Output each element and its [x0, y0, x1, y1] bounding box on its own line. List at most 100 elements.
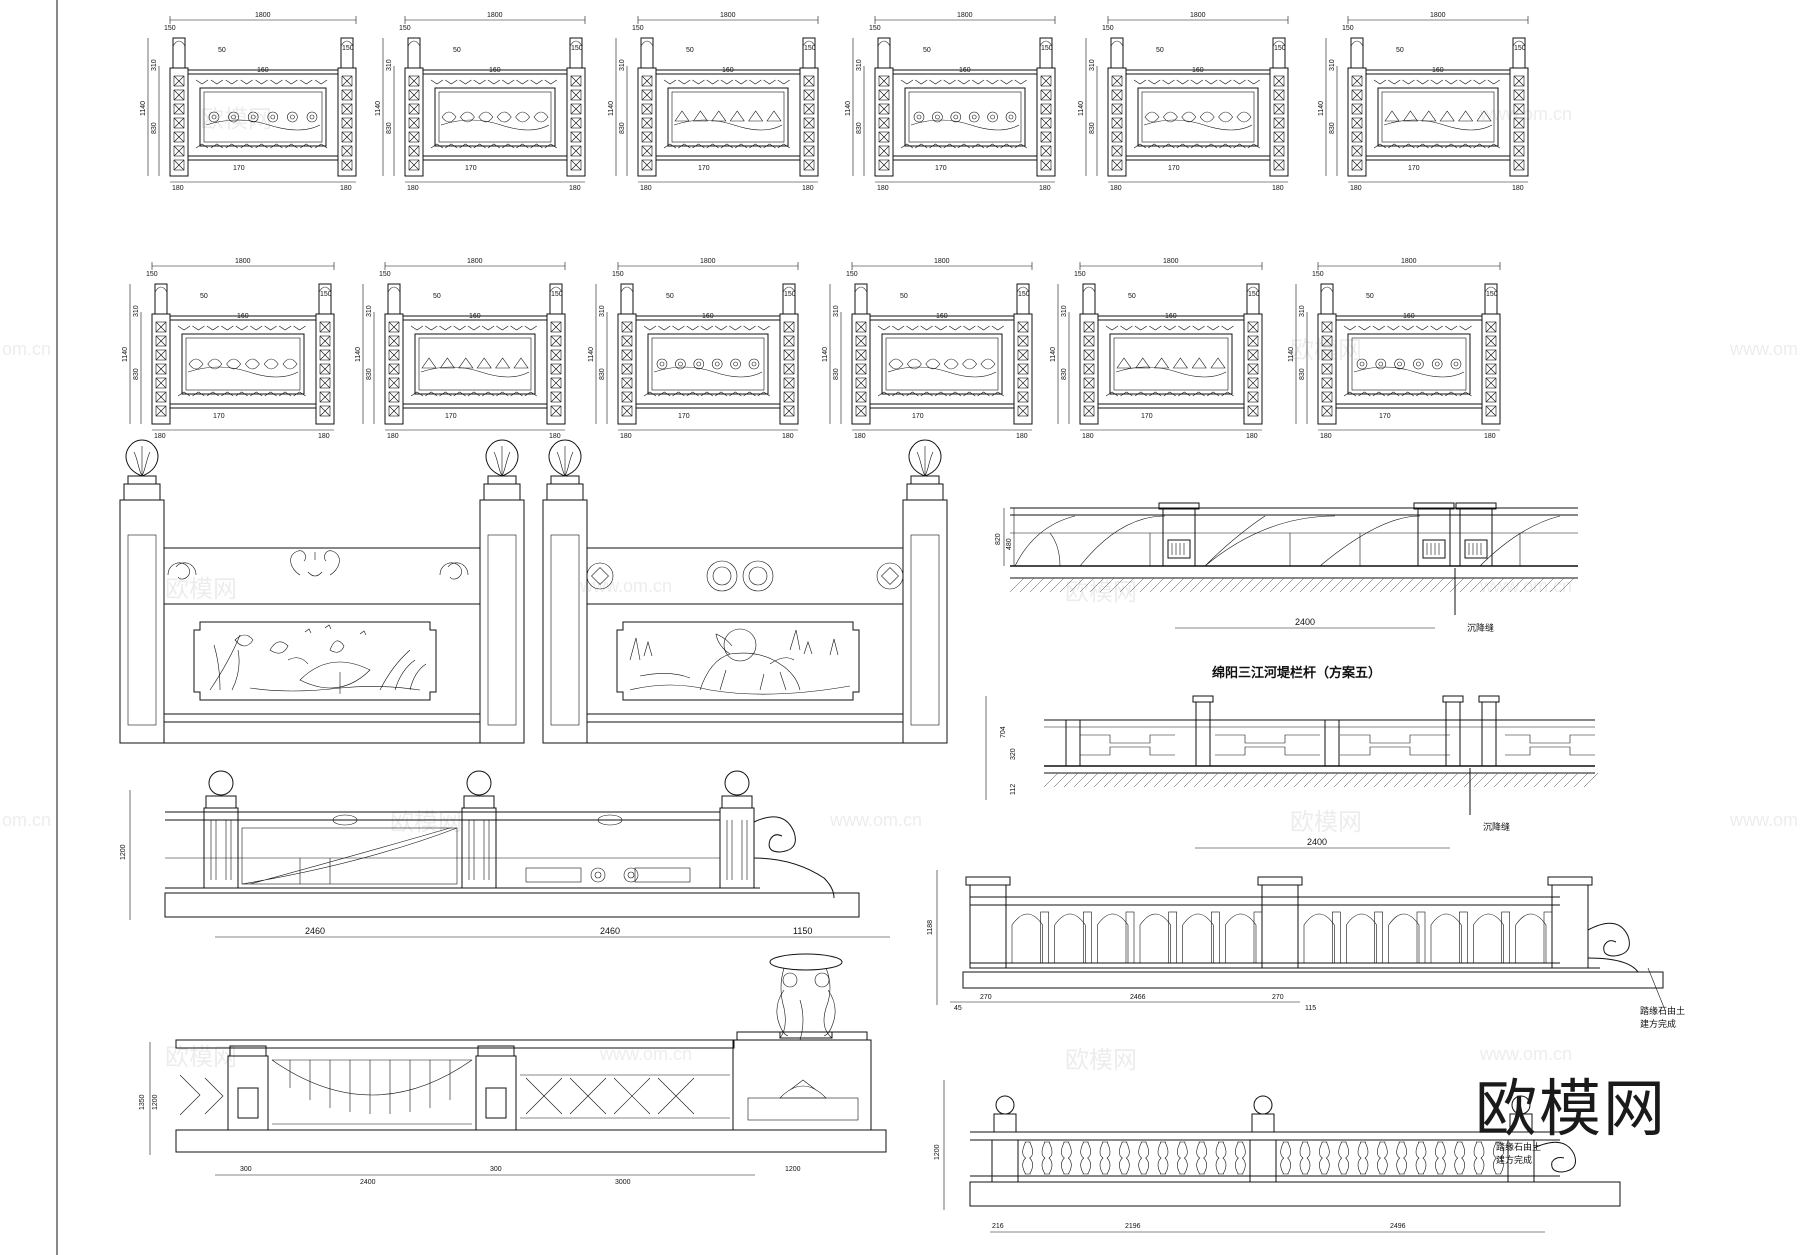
dim-height: 1200 [934, 1144, 941, 1160]
svg-text:www.om.cn: www.om.cn [1479, 1044, 1572, 1064]
dim-704: 704 [1000, 726, 1007, 738]
dim-cap: 310 [833, 305, 840, 317]
dim-base-left: 180 [1110, 185, 1122, 192]
span-5: 115 [1305, 1005, 1316, 1012]
dim-320: 320 [1010, 748, 1017, 760]
svg-text:欧模网: 欧模网 [1065, 578, 1137, 606]
span-3: 300 [490, 1166, 502, 1173]
dim-base-right: 180 [1272, 185, 1284, 192]
svg-text:www.om.cn: www.om.cn [599, 1044, 692, 1064]
dim-base-right: 180 [549, 433, 561, 440]
span-3: 2496 [1390, 1223, 1406, 1230]
span-5: 1200 [785, 1166, 801, 1173]
dim-width: 1800 [1163, 258, 1179, 265]
dim-cap: 310 [151, 59, 158, 71]
dim-cap: 310 [133, 305, 140, 317]
dim-cap: 310 [856, 59, 863, 71]
river-railing-scheme-5: 绵阳三江河堤栏杆（方案五） 704 112 320 2400 沉降缝 [985, 665, 1599, 849]
dim-post-top: 150 [1041, 45, 1053, 52]
dim-mid: 170 [465, 165, 477, 172]
dim-post-side: 50 [686, 47, 694, 54]
dim-mid: 170 [233, 165, 245, 172]
dim-mid: 170 [1141, 413, 1153, 420]
dim-post-top: 150 [1514, 45, 1526, 52]
note-1: 踏缘石由土 [1640, 1005, 1685, 1017]
dim-inner-height: 830 [599, 368, 606, 380]
svg-text:欧模网: 欧模网 [165, 575, 237, 603]
dim-base-left: 180 [1082, 433, 1094, 440]
svg-text:om.cn: om.cn [2, 339, 51, 359]
lotus-finial-icon [908, 439, 942, 477]
svg-text:www.om.cn: www.om.cn [1479, 104, 1572, 124]
dim-total-height: 1140 [1318, 101, 1325, 116]
dim-inner-height: 830 [619, 122, 626, 134]
dim-width: 1800 [235, 258, 251, 265]
lotus-carving [209, 624, 427, 694]
svg-text:www.om.cn: www.om.cn [1729, 339, 1800, 359]
railing-title: 绵阳三江河堤栏杆（方案五） [1212, 665, 1381, 681]
dim-mid: 170 [1408, 165, 1420, 172]
dim-post-top: 150 [1018, 291, 1030, 298]
dim-post-side: 50 [923, 47, 931, 54]
dim-base-left: 180 [877, 185, 889, 192]
dim-mid: 170 [445, 413, 457, 420]
dim-height: 1200 [120, 844, 127, 860]
dim-base-left: 180 [154, 433, 166, 440]
dim-820: 820 [995, 533, 1002, 545]
dim-post-top: 150 [571, 45, 583, 52]
dim-height-2: 1200 [152, 1094, 159, 1110]
classic-railing-balusters: 踏缘石由土 建方完成 1200 216 2196 2496 [934, 1080, 1621, 1233]
svg-text:欧模网: 欧模网 [390, 808, 462, 836]
dim-480: 480 [1006, 538, 1013, 550]
dim-inner-height: 830 [856, 122, 863, 134]
dim-inner-height: 830 [386, 122, 393, 134]
span-2: 2460 [600, 926, 620, 936]
dim-base-left: 180 [1320, 433, 1332, 440]
dim-post-top: 150 [1074, 271, 1086, 278]
dim-post-side: 50 [900, 293, 908, 300]
dim-total-height: 1140 [140, 101, 147, 116]
span-2: 270 [980, 994, 992, 1001]
dim-post-top: 150 [379, 271, 391, 278]
dim-base-left: 180 [854, 433, 866, 440]
span-4: 270 [1272, 994, 1284, 1001]
dim-total-height: 1140 [822, 347, 829, 362]
span-4: 3000 [615, 1179, 631, 1186]
svg-text:www.om.cn: www.om.cn [1479, 576, 1572, 596]
dim-width: 1800 [720, 12, 736, 19]
dim-width: 1800 [934, 258, 950, 265]
dim-total-height: 1140 [355, 347, 362, 362]
dim-total-height: 1140 [122, 347, 129, 362]
dim-inner-height: 830 [833, 368, 840, 380]
dim-post-top: 150 [399, 25, 411, 32]
dim-mid: 170 [678, 413, 690, 420]
dim-2400: 2400 [1295, 617, 1315, 627]
dim-cap: 310 [599, 305, 606, 317]
dim-base-right: 180 [318, 433, 330, 440]
dim-inner-height: 830 [133, 368, 140, 380]
settlement-joint-label: 沉降缝 [1467, 622, 1494, 634]
dim-post-top: 150 [164, 25, 176, 32]
dim-base-right: 180 [1246, 433, 1258, 440]
carved-railing-qilin [542, 439, 948, 744]
qilin-carving [629, 628, 851, 695]
dim-total-height: 1140 [1050, 347, 1057, 362]
classic-railing-arcade: 踏缘石由土 建方完成 1188 45 270 2466 270 115 [927, 870, 1685, 1030]
dim-width: 1800 [487, 12, 503, 19]
dim-cap: 310 [1299, 305, 1306, 317]
span-1: 45 [954, 1005, 962, 1012]
dim-width: 1800 [1430, 12, 1446, 19]
dim-post-side: 50 [218, 47, 226, 54]
dim-base-left: 180 [407, 185, 419, 192]
dim-total-height: 1140 [375, 101, 382, 116]
svg-text:欧模网: 欧模网 [200, 105, 272, 133]
svg-text:欧模网: 欧模网 [1290, 808, 1362, 836]
